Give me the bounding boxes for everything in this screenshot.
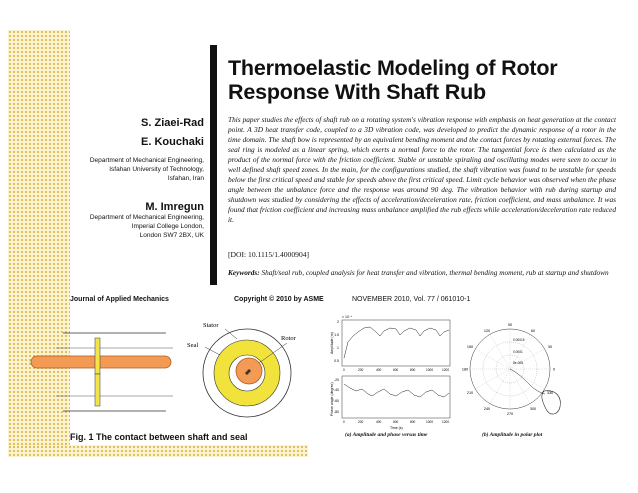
multiplier-label: × 10⁻⁴ (342, 315, 353, 319)
paper-title: Thermoelastic Modeling of Rotor Response… (228, 56, 558, 104)
amplitude-series (343, 326, 450, 359)
tick-label: 600 (393, 420, 399, 424)
seal-center (245, 371, 249, 375)
bottom-plot-frame (341, 375, 451, 419)
polar-limit-cycle (541, 390, 561, 415)
polar-angle-label: 330 (547, 391, 553, 395)
tick-label: -20 (334, 378, 339, 382)
seal-ring-bottom (94, 373, 101, 407)
polar-angle-label: 90 (508, 323, 512, 327)
tick-label: 400 (376, 368, 382, 372)
shaft (30, 355, 172, 369)
author-name: E. Kouchaki (141, 136, 204, 148)
affiliation-line: Department of Mechanical Engineering, (89, 214, 204, 221)
shaft-side-view-diagram (30, 332, 173, 412)
affiliation-line: London SW7 2BX, UK (139, 232, 204, 239)
polar-angle-label: 270 (507, 412, 513, 416)
keywords-label: Keywords: (228, 268, 260, 277)
polar-ring-label: 0.00015 (513, 338, 525, 342)
polar-angle-label: 30 (548, 345, 552, 349)
tick-label: 0 (343, 368, 345, 372)
tick-label: 1200 (442, 420, 449, 424)
author-name: M. Imregun (145, 201, 204, 213)
tick-label: 1000 (426, 368, 433, 372)
polar-trajectory (509, 368, 546, 395)
decorative-dot-border-left (8, 30, 70, 445)
affiliation-line: Isfahan University of Technology, (109, 166, 204, 173)
tick-label: 200 (358, 368, 364, 372)
rotor-center (247, 369, 251, 373)
figure-caption: Fig. 1 The contact between shaft and sea… (70, 432, 248, 442)
polar-plot: 90 120 60 150 30 180 0 210 330 240 300 2… (462, 323, 561, 416)
polar-ring-label: 5e-005 (513, 361, 523, 365)
ylabel-phase: Phase angle (degree) (330, 382, 334, 416)
subcaption-b: (b) Amplitude in polar plot (482, 432, 543, 438)
polar-angle-label: 60 (531, 329, 535, 333)
ylabel-amplitude: Amplitude (m) (330, 332, 334, 354)
journal-name: Journal of Applied Mechanics (70, 296, 169, 303)
tick-label: 600 (393, 368, 399, 372)
affiliation-line: Department of Mechanical Engineering, (89, 157, 204, 164)
tick-label: 1000 (426, 420, 433, 424)
stator-label: Stator (203, 322, 219, 329)
polar-angle-label: 120 (484, 329, 490, 333)
tick-label: 1 (337, 346, 339, 350)
affiliation-line: Imperial College London, (131, 223, 204, 230)
xlabel-time: Time (s) (390, 426, 403, 430)
tick-label: 0 (343, 420, 345, 424)
tick-label: 200 (358, 420, 364, 424)
polar-angle-label: 210 (467, 391, 473, 395)
seal-label: Seal (187, 342, 198, 349)
polar-angle-label: 180 (462, 368, 468, 372)
tick-label: 800 (410, 420, 416, 424)
issue-info: NOVEMBER 2010, Vol. 77 / 061010-1 (352, 296, 471, 303)
tick-label: 2 (337, 320, 339, 324)
copyright: Copyright © 2010 by ASME (234, 296, 324, 303)
top-plot-frame (341, 319, 451, 367)
tick-label: 1.5 (334, 333, 339, 337)
rotor-label: Rotor (281, 335, 297, 342)
tick-label: -80 (334, 410, 339, 414)
subcaption-a: (a) Amplitude and phase versus time (345, 432, 428, 438)
polar-angle-label: 150 (467, 345, 473, 349)
seal-ring-top (94, 337, 101, 375)
author-name: S. Ziaei-Rad (141, 117, 204, 129)
keywords: Keywords: Shaft/seal rub, coupled analys… (228, 268, 616, 278)
polar-ring-label: 0.0001 (513, 350, 523, 354)
tick-label: 0.5 (334, 359, 339, 363)
amplitude-phase-plot: × 10⁻⁴ 2 1.5 1 0.5 Amplitude (m) 0 200 4… (330, 315, 451, 430)
decorative-dot-border-bottom (8, 445, 308, 457)
polar-angle-label: 300 (530, 407, 536, 411)
title-accent-bar (210, 45, 217, 285)
tick-label: 1200 (442, 368, 449, 372)
affiliation-line: Isfahan, Iran (167, 175, 204, 182)
polar-angle-label: 240 (484, 407, 490, 411)
keywords-text: Shaft/seal rub, coupled analysis for hea… (261, 268, 609, 277)
tick-label: 400 (376, 420, 382, 424)
polar-angle-label: 0 (553, 368, 555, 372)
abstract: This paper studies the effects of shaft … (228, 115, 616, 224)
tick-label: 800 (410, 368, 416, 372)
phase-series (343, 383, 450, 398)
tick-label: -60 (334, 399, 339, 403)
doi: [DOI: 10.1115/1.4000904] (228, 250, 310, 259)
tick-label: -40 (334, 388, 339, 392)
cross-section-diagram: Stator Seal Rotor (187, 322, 297, 418)
